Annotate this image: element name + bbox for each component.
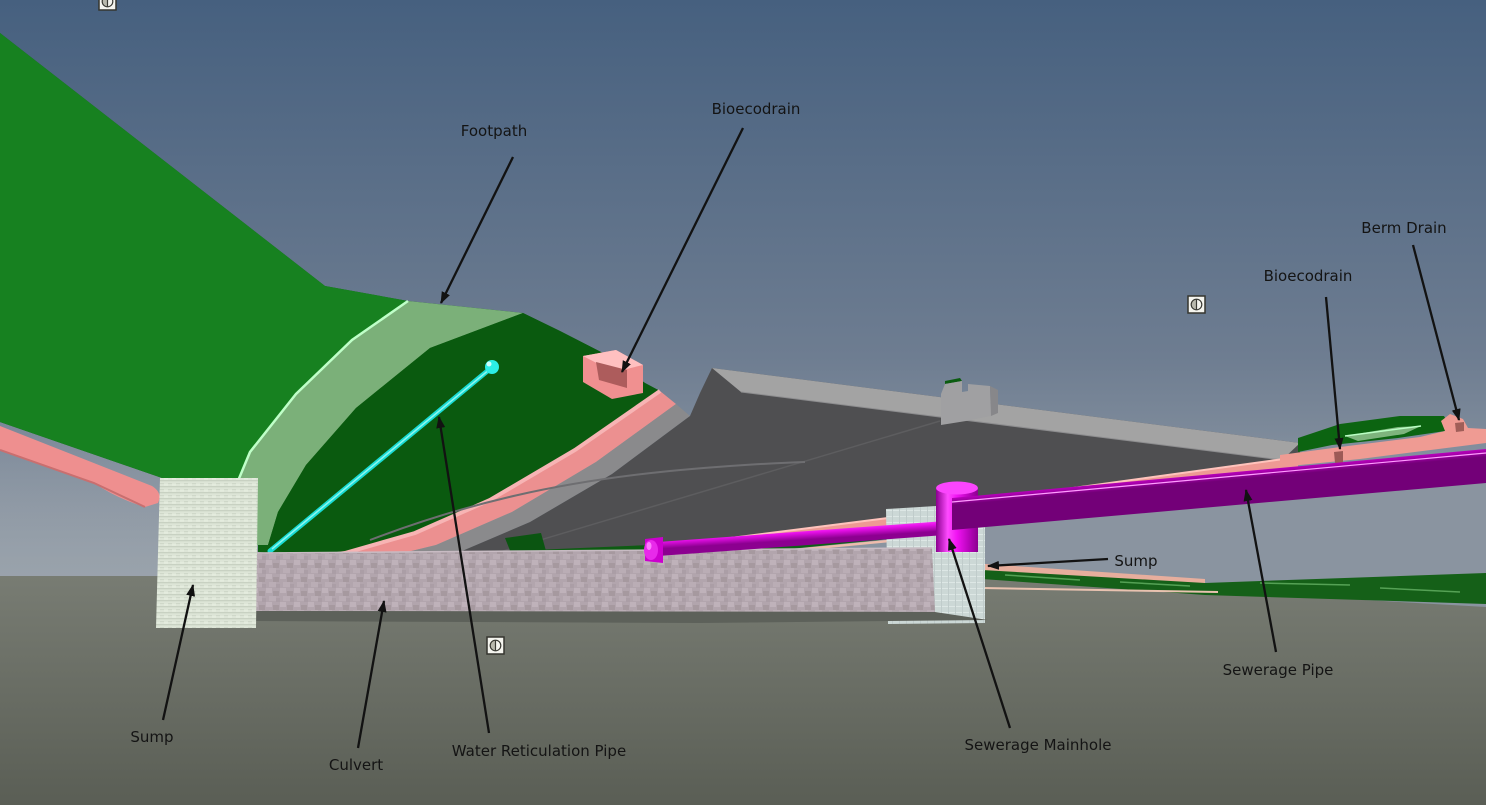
- water-reticulation-pipe[interactable]: [267, 360, 499, 554]
- pipe-cyan-end-glint: [486, 361, 492, 367]
- sump-left-label: Sump: [130, 728, 173, 746]
- water-reticulation-pipe-label: Water Reticulation Pipe: [452, 742, 626, 760]
- sump-right-label: Sump: [1114, 552, 1157, 570]
- culvert-top-edge: [255, 547, 933, 554]
- drain-band: [298, 391, 676, 567]
- deck-curve-line: [369, 461, 806, 541]
- deck-concrete-strip-edge: [740, 391, 1283, 461]
- berm-drain-label: Berm Drain: [1361, 219, 1446, 237]
- toe-drain: [0, 426, 160, 507]
- bioecodrain-left-label: Bioecodrain: [712, 100, 801, 118]
- culvert-block[interactable]: [256, 548, 935, 612]
- sprite-layer: [98, 0, 1206, 655]
- branch-pipe-cap: [644, 540, 658, 560]
- sewerage-pipe-main[interactable]: [951, 449, 1486, 530]
- sump-right-arrow: [987, 557, 1109, 570]
- bioecodrain-right-hollow: [1334, 451, 1343, 463]
- toe-drain-shadow: [0, 449, 146, 508]
- footpath-label: Footpath: [461, 122, 527, 140]
- sewerage-pipe-branch[interactable]: [644, 521, 945, 563]
- sprite-marker-icon[interactable]: [98, 0, 117, 11]
- slope-dark-face: [268, 313, 660, 559]
- berm-drain-arrow: [1411, 244, 1461, 421]
- water-reticulation-pipe-arrow: [436, 416, 491, 734]
- toe-green-strip: [982, 570, 1486, 604]
- parapet-notch-block: [941, 381, 991, 425]
- sewerage-mainhole-label: Sewerage Mainhole: [964, 736, 1111, 754]
- channel-hollow: [596, 362, 627, 388]
- sewerage-pipe-arrow: [1243, 489, 1278, 653]
- main-pipe-highlight: [951, 452, 1486, 503]
- grass-patch: [505, 533, 546, 553]
- sump-left-arrow: [161, 584, 196, 721]
- bioecodrain-right-label: Bioecodrain: [1264, 267, 1353, 285]
- berm-drain-hollow: [1455, 422, 1464, 432]
- left-embankment-slope[interactable]: [0, 33, 660, 559]
- toe-grass-dashes: [1004, 574, 1461, 593]
- main-pipe-body: [952, 449, 1486, 530]
- bioecodrain-left-arrow: [620, 127, 745, 373]
- sprite-marker-icon[interactable]: [486, 636, 505, 655]
- toe-pale-line: [981, 587, 1219, 593]
- sewerage-pipe-label: Sewerage Pipe: [1223, 661, 1334, 679]
- sprite-marker-icon[interactable]: [1187, 295, 1206, 314]
- toe-drains-right[interactable]: [981, 564, 1486, 604]
- berm-footpath-edge: [1344, 425, 1422, 437]
- berm-footpath: [1345, 426, 1421, 441]
- sphere-half-shade: [102, 0, 108, 7]
- culvert-footing-shadow: [256, 611, 988, 623]
- toe-salmon-line: [985, 564, 1205, 585]
- culvert-arrow: [356, 600, 387, 749]
- pipe-cyan-end-sphere: [485, 360, 499, 374]
- sewerage-mainhole-arrow: [947, 538, 1012, 729]
- deck-girder-edge-line: [499, 420, 941, 553]
- deck-concrete-strip: [712, 368, 1300, 460]
- berm-salmon-band: [1280, 414, 1486, 467]
- culvert-label: Culvert: [329, 756, 383, 774]
- footpath-arrow: [439, 156, 515, 304]
- pipe-cyan-highlight: [271, 368, 491, 550]
- bioecodrain-right-arrow: [1324, 296, 1344, 450]
- parapet-notch-grass: [945, 378, 962, 384]
- manhole-top: [936, 481, 978, 495]
- slope-bright-face: [0, 33, 408, 545]
- branch-pipe-body: [658, 521, 945, 556]
- sump-block-left[interactable]: [156, 478, 258, 628]
- parapet-notch-block-side: [990, 386, 998, 416]
- branch-pipe-cap-glint: [646, 542, 652, 550]
